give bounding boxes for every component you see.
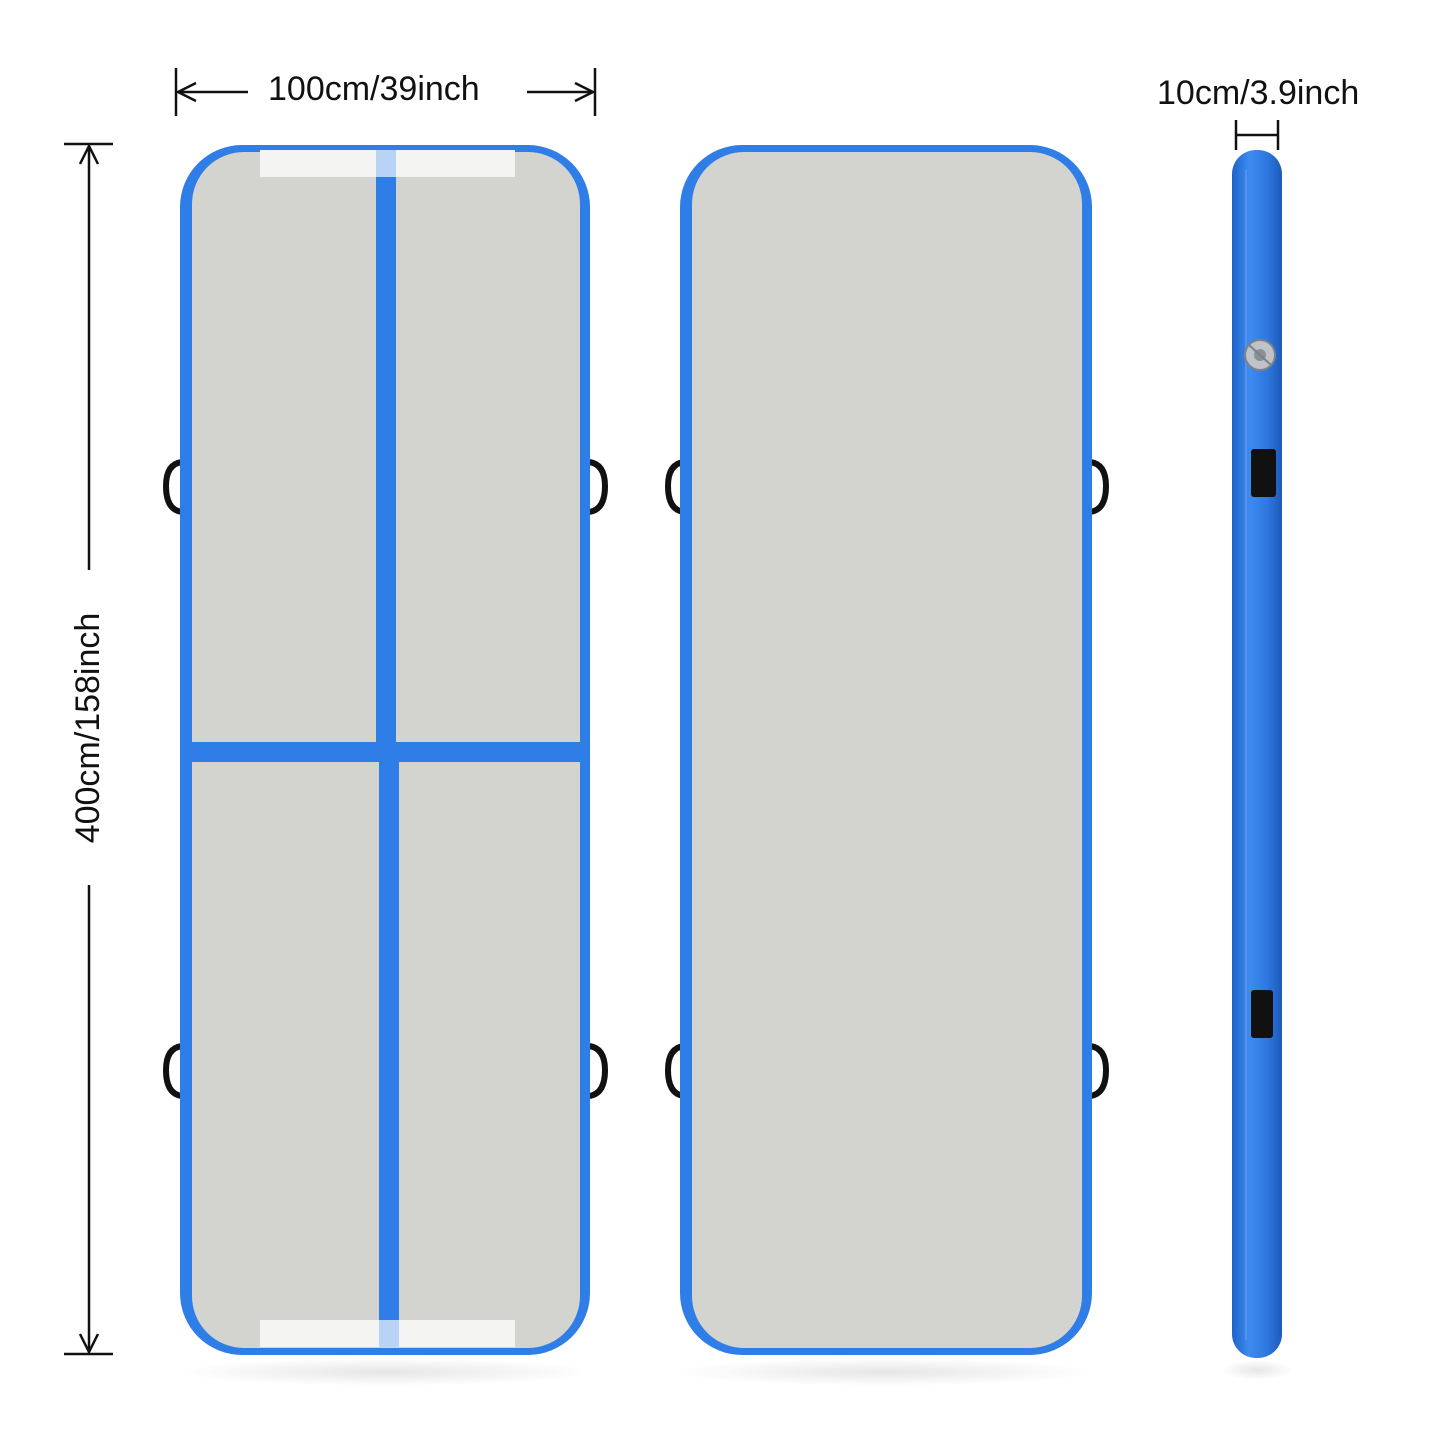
mat-side-view (1232, 150, 1282, 1358)
length-dimension (64, 142, 113, 1356)
handle-right-lower (1089, 1043, 1110, 1099)
thickness-label: 10cm/3.9inch (1157, 74, 1360, 112)
handle-left-lower (162, 1043, 183, 1099)
side-body (1232, 150, 1282, 1358)
width-right-arrowhead (574, 81, 596, 103)
mat-top-view (162, 145, 609, 1355)
length-top-arrowhead (78, 143, 100, 165)
handle-right-upper (1089, 459, 1110, 515)
length-label: 400cm/158inch (69, 612, 107, 844)
length-bottom-arrowhead (78, 1333, 100, 1355)
width-left-arrowhead (175, 81, 197, 103)
handle-icon (664, 459, 1110, 1099)
line-vertical-upper (376, 150, 396, 745)
width-label: 100cm/39inch (268, 70, 480, 108)
handle-left-upper (162, 459, 183, 515)
valve-icon (1244, 339, 1276, 371)
width-dimension (174, 68, 597, 116)
handle-icon (162, 459, 609, 1099)
handle-right-upper (588, 459, 609, 515)
stripe-cross-bottom (379, 1320, 399, 1347)
handle-right-lower (588, 1043, 609, 1099)
stripe-cross-top (376, 150, 396, 177)
mat-top-shadow (175, 1358, 595, 1386)
mat-side-shadow (1221, 1360, 1293, 1380)
thickness-dimension (1234, 120, 1280, 150)
line-vertical-lower (379, 760, 399, 1328)
mat-bottom-shadow (675, 1358, 1095, 1386)
line-horizontal (192, 742, 582, 762)
handle-left-upper (664, 459, 685, 515)
side-handle-icon (1251, 990, 1273, 1038)
mat-bottom-view (664, 145, 1110, 1355)
side-handle-icon (1251, 449, 1276, 497)
mat-bottom-surface (692, 152, 1082, 1348)
handle-left-lower (664, 1043, 685, 1099)
